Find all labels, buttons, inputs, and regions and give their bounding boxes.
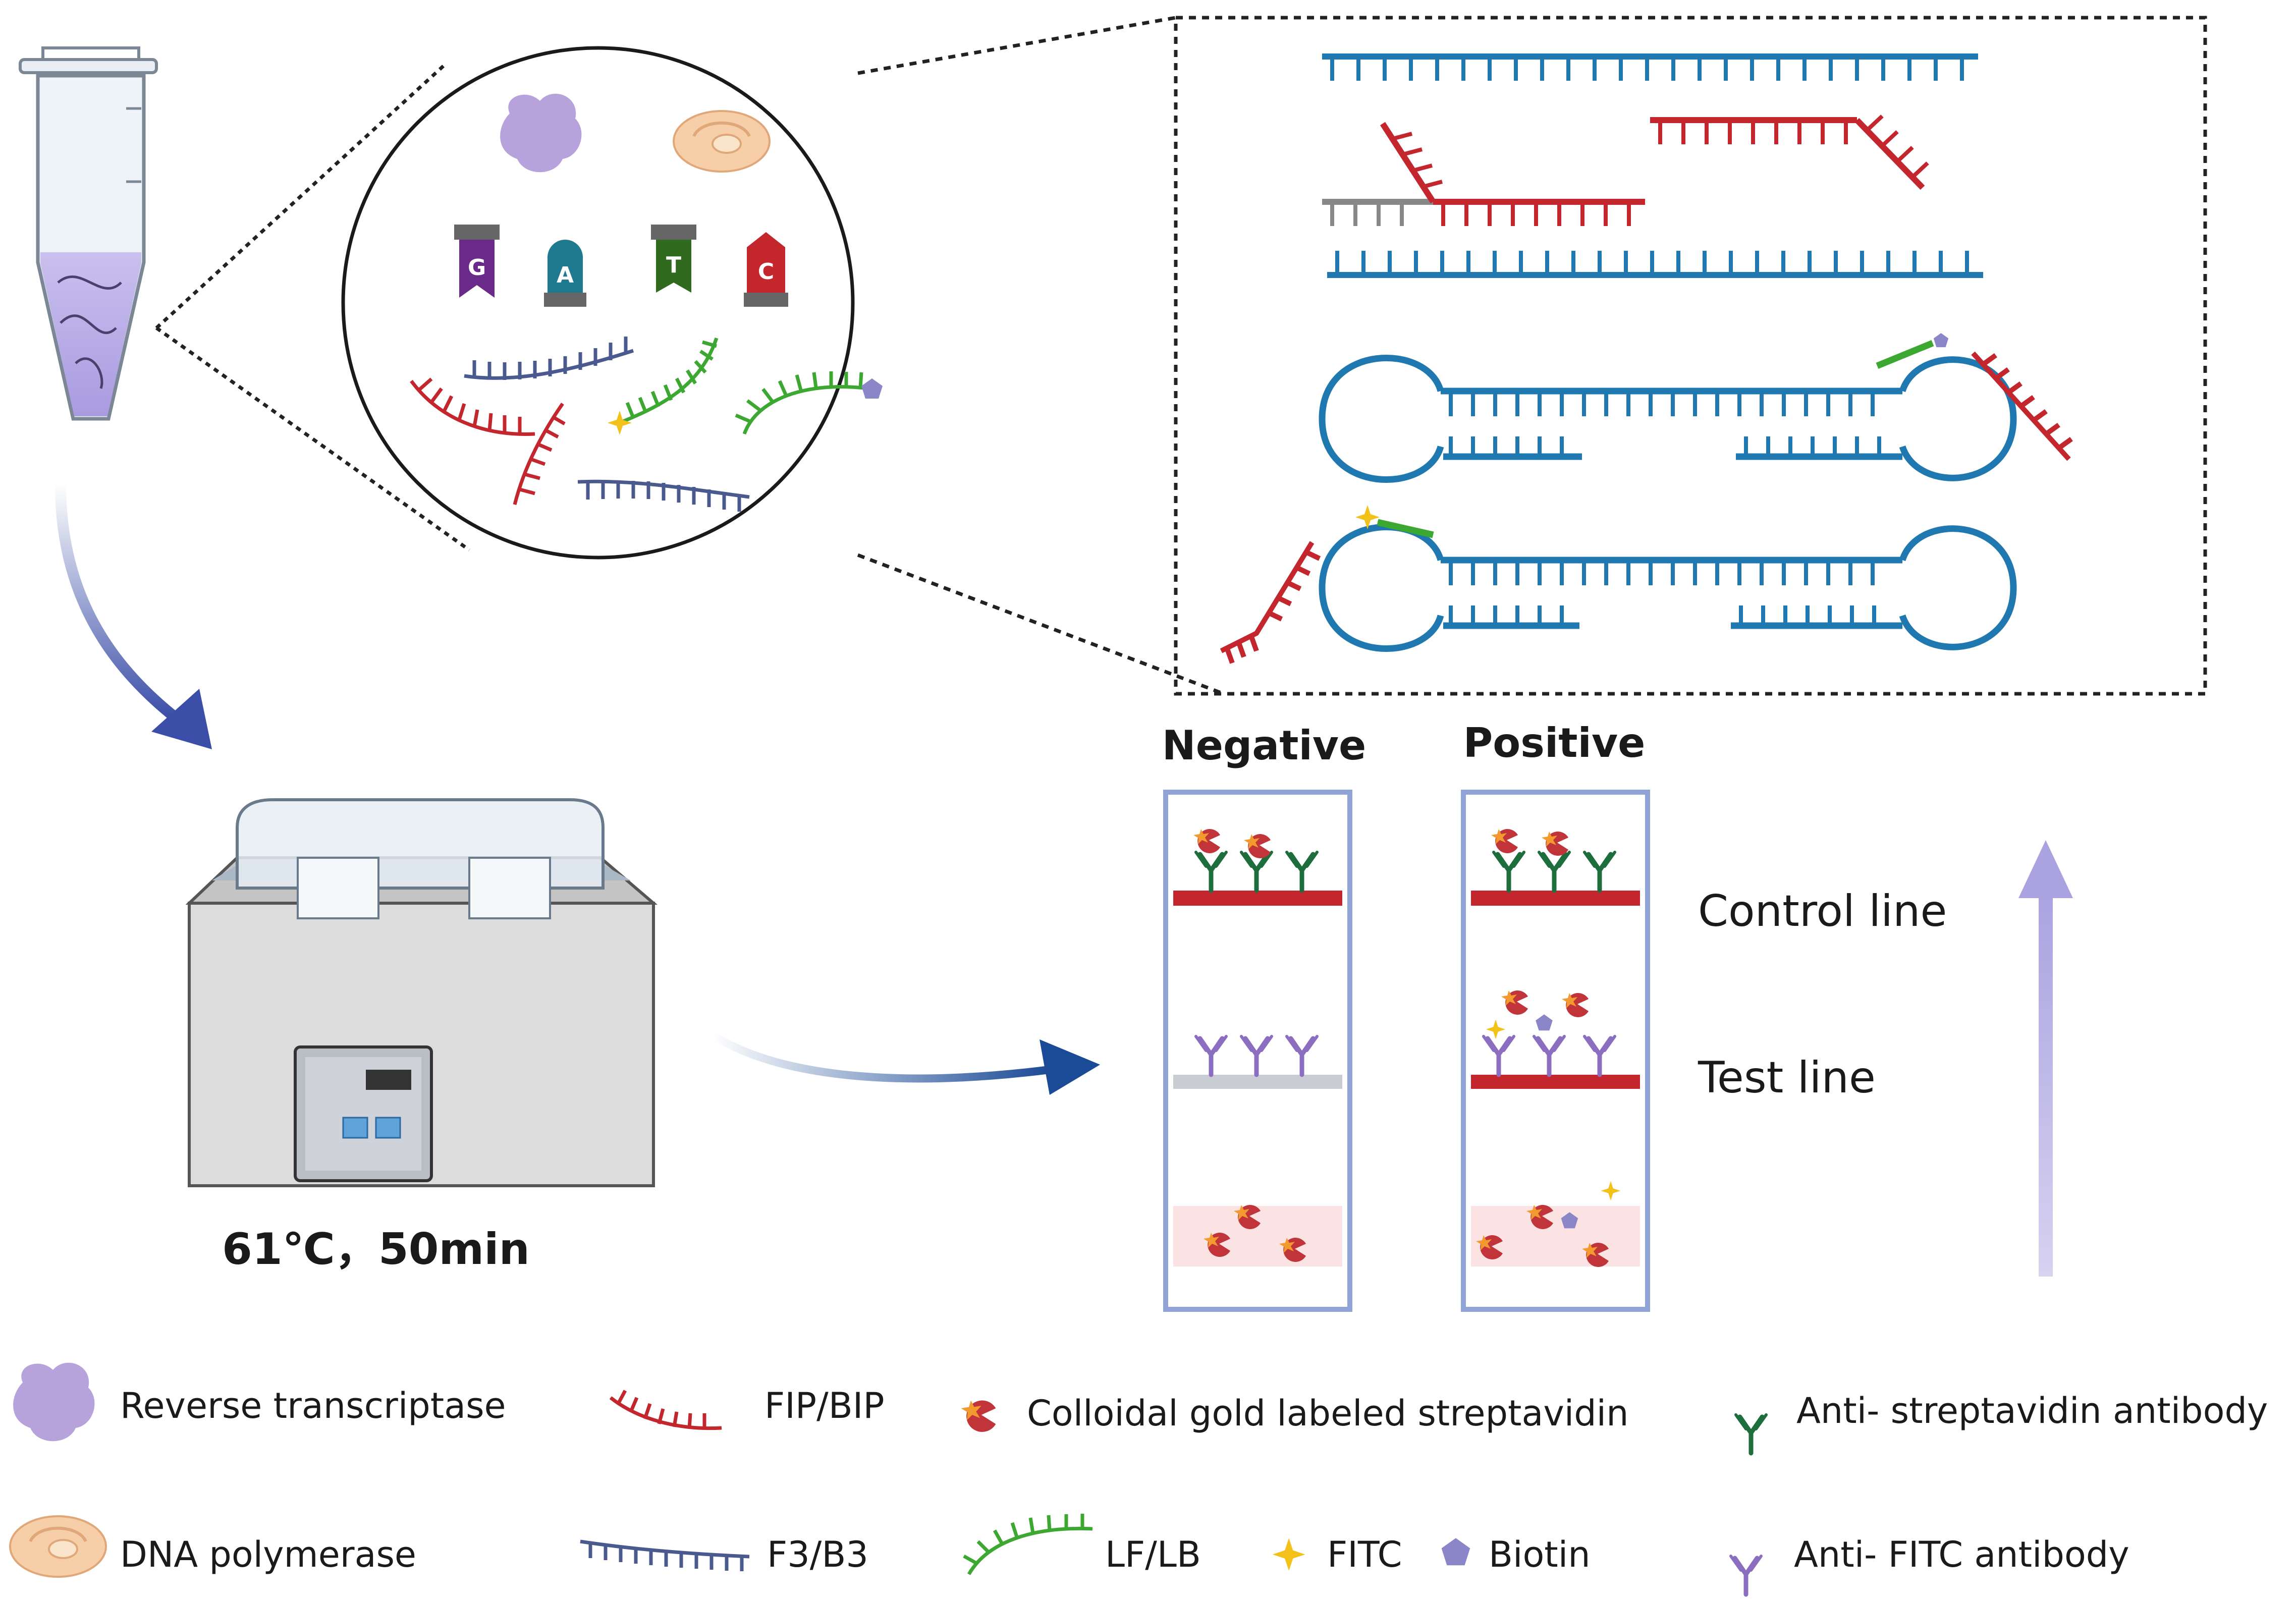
base-tick (1402, 147, 1423, 156)
nucleotide-a: A (544, 240, 586, 307)
legend-anti-streptavidin-icon (1736, 1415, 1766, 1453)
primer-green-2 (735, 371, 868, 435)
strip-positive (1461, 790, 1650, 1312)
base-tick (1881, 130, 1899, 147)
base-tick (1911, 161, 1929, 179)
legend-fitc: FITC (1327, 1534, 1402, 1575)
legend-lf-lb: LF/LB (1105, 1534, 1201, 1575)
strand-displacement-diagram (1322, 53, 1983, 278)
process-arrow-right (709, 1031, 1100, 1095)
svg-text:T: T (666, 252, 681, 278)
legend-anti-fitc-icon (1731, 1556, 1761, 1594)
base-tick (1896, 146, 1914, 163)
primer-red-2 (513, 402, 566, 505)
legend-reverse-transcriptase-icon (13, 1362, 95, 1442)
legend-fip-bip-icon (609, 1390, 722, 1430)
legend-dna-polymerase-icon (10, 1516, 106, 1577)
positive-label: Positive (1463, 720, 1646, 766)
primer-navy-2 (577, 479, 750, 512)
legend-biotin: Biotin (1489, 1534, 1591, 1575)
dumbbell-structure-2 (1319, 524, 2017, 652)
legend-colloidal-gold-icon (961, 1400, 996, 1432)
control-line-label: Control line (1698, 886, 1947, 936)
base-tick (1422, 180, 1443, 189)
legend-biotin-icon (1441, 1538, 1470, 1566)
legend-dna-polymerase: DNA polymerase (120, 1534, 416, 1575)
lamp-detail-box (1174, 16, 2207, 696)
strip-negative (1163, 790, 1352, 1312)
reaction-tube (19, 46, 158, 421)
primer-green-1 (622, 337, 719, 423)
legend-f3-b3-icon (580, 1539, 750, 1571)
primer-red-1 (410, 377, 535, 436)
base-tick (1866, 115, 1884, 132)
water-bath-incubator (185, 798, 658, 1187)
legend: Reverse transcriptase FIP/BIP Colloidal … (10, 1362, 2268, 1594)
loop-primer-green-fitc (1355, 505, 1434, 538)
legend-fip-bip: FIP/BIP (764, 1385, 885, 1426)
legend-reverse-transcriptase: Reverse transcriptase (120, 1385, 506, 1426)
legend-fitc-icon (1272, 1538, 1305, 1571)
zoom-lines-tube (155, 62, 471, 551)
loop-primer-green-biotin (1876, 333, 1949, 369)
dna-polymerase-icon (674, 111, 770, 172)
primer-navy-1 (464, 337, 634, 380)
dumbbell-ticks (1449, 391, 1881, 626)
flow-direction-arrow (2018, 840, 2073, 1277)
test-line-label: Test line (1698, 1053, 1876, 1103)
incubation-label: 61℃，50min (222, 1224, 530, 1275)
svg-text:C: C (758, 259, 774, 285)
conjugate-pad-negative (1173, 1206, 1342, 1266)
reagent-circle: G A T C (341, 46, 883, 560)
svg-text:G: G (468, 255, 486, 281)
process-arrow-down (55, 484, 212, 749)
legend-lf-lb-icon (963, 1514, 1093, 1575)
legend-f3-b3: F3/B3 (767, 1534, 868, 1575)
red-primer-left (1220, 541, 1321, 664)
zoom-lines-box (857, 16, 1225, 696)
legend-anti-fitc: Anti- FITC antibody (1794, 1534, 2129, 1575)
test-line-positive (1471, 1075, 1640, 1089)
nucleotide-g: G (454, 225, 500, 298)
legend-colloidal-gold: Colloidal gold labeled streptavidin (1027, 1393, 1628, 1434)
nucleotide-c: C (744, 232, 788, 307)
base-tick (1412, 163, 1433, 173)
dumbbell-structure-1 (1319, 355, 2017, 483)
control-line-negative (1173, 891, 1342, 906)
nucleotide-t: T (651, 225, 696, 293)
base-tick (1392, 132, 1413, 141)
negative-label: Negative (1162, 722, 1366, 769)
control-line-positive (1471, 891, 1640, 906)
test-line-negative (1173, 1075, 1342, 1089)
red-primer-right (1971, 351, 2073, 461)
svg-text:A: A (557, 262, 574, 288)
base-ticks (1330, 57, 1969, 275)
biotin-pentagon-icon (861, 378, 883, 399)
legend-anti-streptavidin: Anti- streptavidin antibody (1796, 1390, 2268, 1431)
